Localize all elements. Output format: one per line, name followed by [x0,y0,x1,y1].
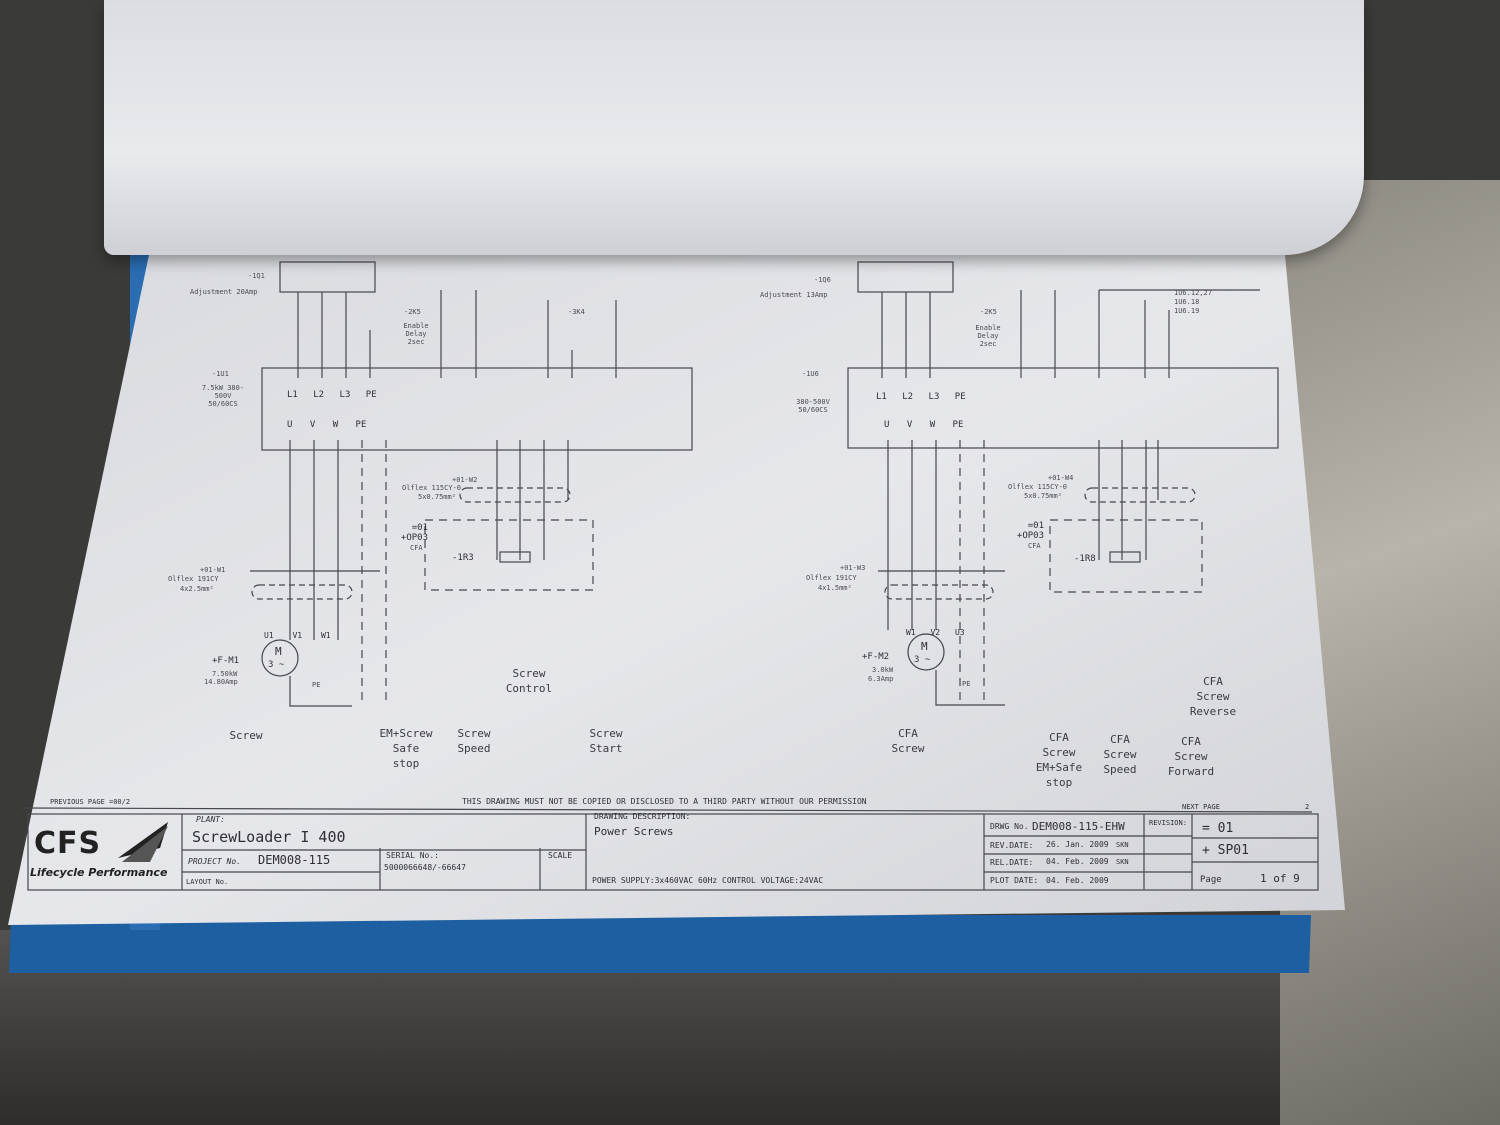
project-value: DEM008-115 [258,853,331,867]
pot-left: -1R3 [452,553,474,563]
revision-plus: + SP01 [1202,843,1249,858]
breaker-right-note: Adjustment 13Amp [760,291,828,299]
breaker-right-id: -1Q6 [814,276,831,284]
motor-right-phase: 3 ~ [914,655,931,665]
relay-left-2k5: -2K5 [404,308,421,316]
project-label: PROJECT No. [188,857,241,866]
motor-right-symbol: M [921,640,928,653]
cable-w4-size: 5x0.75mm² [1024,492,1062,500]
rel-date-label: REL.DATE: [990,858,1034,867]
serial-label: SERIAL No.: [386,851,439,860]
copy-notice: THIS DRAWING MUST NOT BE COPIED OR DISCL… [462,797,867,806]
breaker-left-note: Adjustment 20Amp [190,288,258,296]
cable-w3-id: +01-W3 [840,564,866,572]
motor-left-id: +F-M1 [212,656,240,666]
revision-label: REVISION: [1149,819,1187,827]
drwg-label: DRWG No. [990,822,1029,831]
drive-right-id: -1U6 [802,370,819,378]
rel-date-value: 04. Feb. 2009 [1046,857,1109,866]
cable-w4-type: Olflex 115CY-0 [1008,483,1068,491]
layout-label: LAYOUT No. [186,878,229,886]
ref-right-1: 1U6.12,27 [1174,289,1212,297]
drwg-value: DEM008-115-EHW [1032,820,1125,833]
motor-left-terms: U1 V1 W1 [264,631,331,640]
relay-left-2k5-note: Enable Delay 2sec [403,322,429,346]
cable-w2-id: +01-W2 [452,476,478,484]
cable-w4-id: +01-W4 [1048,474,1074,482]
drive-left-rating: 7.5kW 380-500V 50/60CS [201,384,245,408]
loc-right-sub: CFA [1028,542,1041,550]
loc-left-sub: CFA [410,544,423,552]
power-supply: POWER SUPPLY:3x460VAC 60Hz CONTROL VOLTA… [592,876,824,885]
loc-left: =01 +OP03 [400,523,428,543]
drive-right-inputs: L1 L2 L3 PE [876,392,966,402]
motor-left-pe: PE [312,681,321,689]
ref-right-3: 1U6.19 [1174,307,1200,315]
drive-left-inputs: L1 L2 L3 PE [287,390,377,400]
cable-w2-type: Olflex 115CY-0 [402,484,462,492]
serial-value: 5000066648/-66647 [384,863,466,872]
label-screw: Screw [229,729,263,742]
desc-label: DRAWING DESCRIPTION: [594,812,691,821]
cfs-logo: CFS [34,826,102,861]
rev-date-value: 26. Jan. 2009 [1046,840,1109,849]
motor-left-amp: 14.80Amp [204,678,238,686]
motor-left-phase: 3 ~ [268,660,285,670]
drive-left-id: -1U1 [212,370,229,378]
breaker-left-id: -1Q1 [248,272,265,280]
revision-eq: = 01 [1202,821,1234,836]
rev-date-label: REV.DATE: [990,841,1034,850]
desc-value: Power Screws [594,825,674,838]
motor-right-id: +F-M2 [862,652,890,662]
next-page-value: 2 [1305,803,1310,811]
cable-w3-type: Olflex 191CY [806,574,857,582]
cable-w1-type: Olflex 191CY [168,575,219,583]
cable-w2-size: 5x0.75mm² [418,493,456,501]
page-value: 1 of 9 [1260,872,1300,885]
rel-date-sign: SKN [1116,858,1129,866]
relay-right-2k5-note: Enable Delay 2sec [975,324,1001,348]
page-label: Page [1200,875,1222,885]
drive-left-outputs: U V W PE [287,420,367,430]
plot-date-label: PLOT DATE: [990,876,1039,885]
drive-right-rating: 380-500V 50/60CS [796,398,830,414]
previous-page: PREVIOUS PAGE =00/2 [50,798,131,806]
pot-right: -1R8 [1074,554,1096,564]
cable-w3-size: 4x1.5mm² [818,584,852,592]
relay-left-3k4: -3K4 [568,308,585,316]
motor-right-terms: W1 V2 U3 [906,628,965,637]
plant-value: ScrewLoader I 400 [192,828,346,846]
motor-right-power: 3.0kW [872,666,894,674]
relay-right-2k5: -2K5 [980,308,997,316]
cable-w1-size: 4x2.5mm² [180,585,214,593]
motor-right-amp: 6.3Amp [868,675,894,683]
motor-right-pe: PE [962,680,971,688]
motor-left-symbol: M [275,645,282,658]
cable-w1-id: +01-W1 [200,566,226,574]
ref-right-2: 1U6.18 [1174,298,1200,306]
drive-right-outputs: U V W PE [884,420,964,430]
motor-left-power: 7.50kW [212,670,238,678]
loc-right: =01 +OP03 [1016,521,1044,541]
plant-label: PLANT: [196,815,225,824]
scale-label: SCALE [548,851,573,860]
cfs-tagline: Lifecycle Performance [30,866,168,879]
rev-date-sign: SKN [1116,841,1129,849]
next-page-label: NEXT PAGE [1182,803,1220,811]
page-curl [104,0,1364,255]
plot-date-value: 04. Feb. 2009 [1046,876,1109,885]
